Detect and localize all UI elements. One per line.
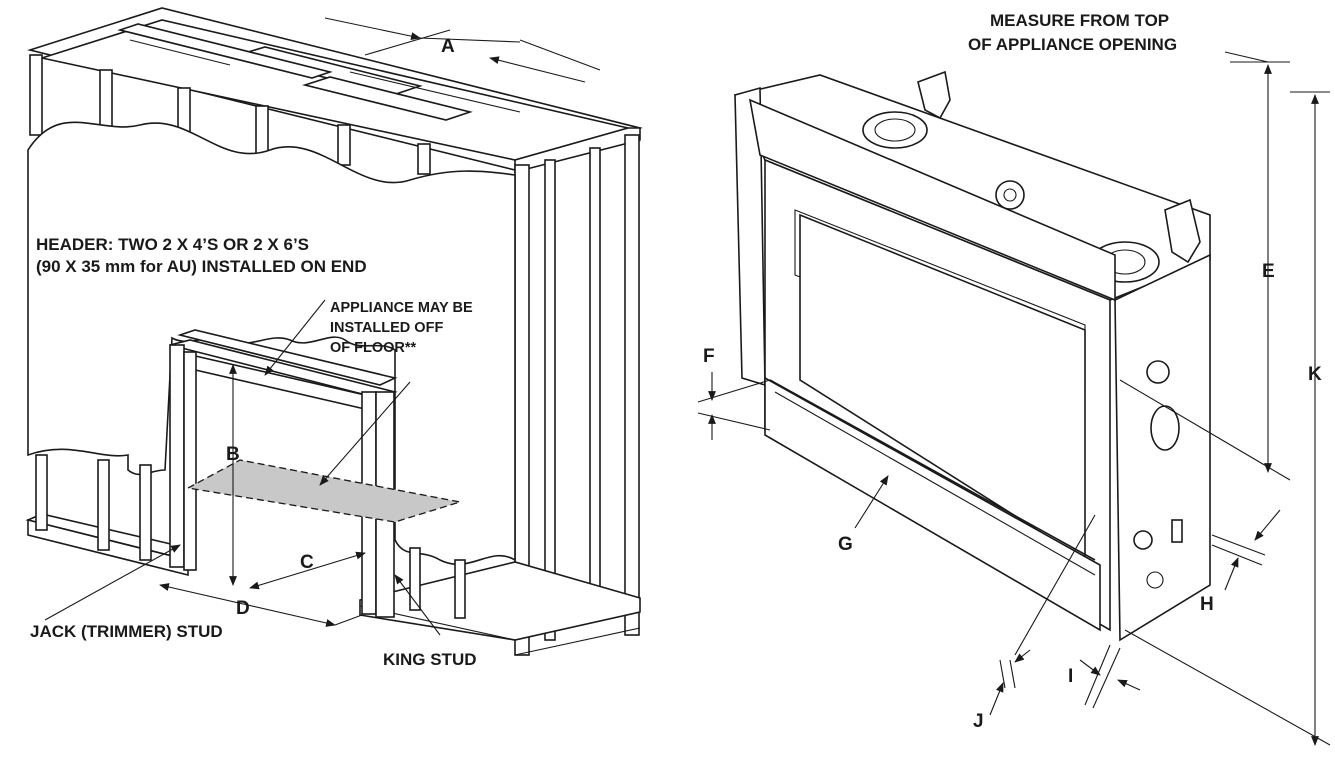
wall-framing: A B C D HEADER: TWO 2 X 4’S OR 2 X 6’S (… bbox=[25, 7, 643, 669]
dimension-g bbox=[854, 475, 889, 529]
top-plate bbox=[27, 7, 643, 174]
jack-stud-left bbox=[169, 344, 197, 571]
appliance-callout-line1: APPLIANCE MAY BE bbox=[330, 300, 473, 316]
label-k: K bbox=[1308, 364, 1322, 385]
dimension-c bbox=[249, 551, 366, 590]
dimension-j bbox=[999, 659, 1006, 689]
header-callout-line1: HEADER: TWO 2 X 4’S OR 2 X 6’S bbox=[36, 235, 309, 254]
header-callout-line2: (90 X 35 mm for AU) INSTALLED ON END bbox=[36, 257, 367, 276]
dimension-a bbox=[324, 17, 601, 83]
label-j: J bbox=[973, 711, 984, 732]
label-g: G bbox=[838, 534, 853, 555]
label-i: I bbox=[1068, 666, 1073, 687]
dimension-i bbox=[1084, 644, 1111, 706]
measure-callout-line1: MEASURE FROM TOP bbox=[990, 11, 1169, 30]
king-stud-leader bbox=[394, 574, 441, 636]
appliance-floor-area bbox=[186, 459, 461, 523]
header-beam bbox=[169, 329, 398, 414]
label-h: H bbox=[1200, 594, 1214, 615]
label-f: F bbox=[703, 346, 715, 367]
end-wall-studs bbox=[514, 134, 641, 656]
jack-stud-callout: JACK (TRIMMER) STUD bbox=[30, 622, 223, 641]
label-c: C bbox=[300, 552, 314, 573]
jack-stud-leader bbox=[44, 544, 181, 621]
label-d: D bbox=[236, 598, 250, 619]
label-e: E bbox=[1262, 261, 1275, 282]
appliance-leader bbox=[319, 381, 411, 486]
label-b: B bbox=[226, 444, 240, 465]
dimension-h bbox=[1254, 509, 1281, 541]
label-a: A bbox=[441, 36, 455, 57]
appliance-callout-line2: INSTALLED OFF bbox=[330, 320, 443, 336]
appliance-callout-line3: OF FLOOR** bbox=[330, 340, 417, 356]
header-leader bbox=[264, 299, 326, 376]
appliance: E K MEASURE FROM TOP OF APPLIANCE OPENIN… bbox=[697, 11, 1331, 746]
measure-callout-line2: OF APPLIANCE OPENING bbox=[968, 35, 1177, 54]
dimension-d bbox=[159, 583, 363, 627]
king-stud-callout: KING STUD bbox=[383, 650, 477, 669]
